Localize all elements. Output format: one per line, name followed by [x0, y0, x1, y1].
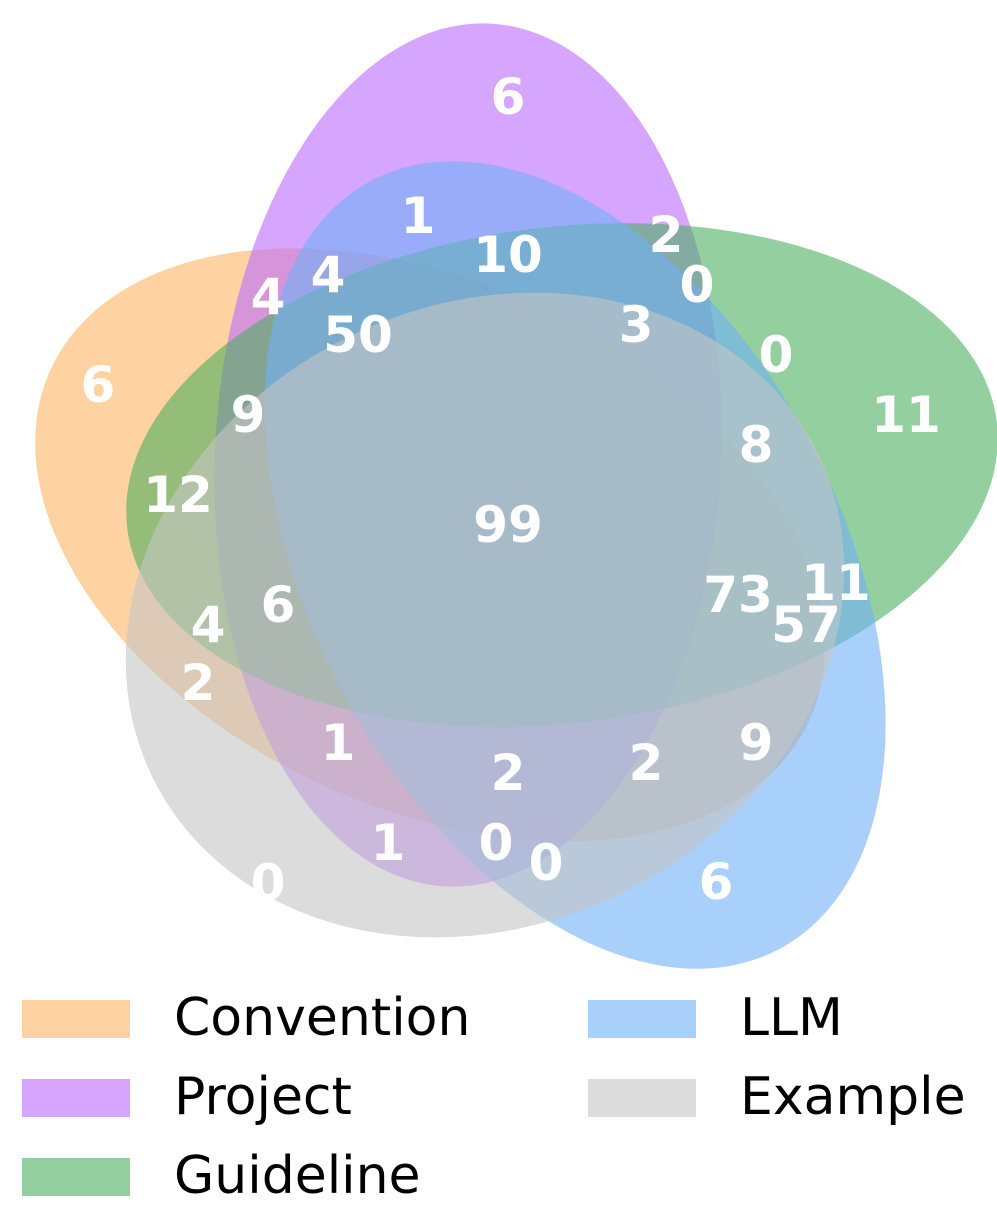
legend-label-llm: LLM — [740, 988, 843, 1048]
region-count-project-only: 6 — [491, 68, 526, 126]
region-count-project-llm-example: 0 — [479, 814, 514, 872]
region-count-convention-guideline: 12 — [143, 466, 213, 524]
legend-swatch-example — [588, 1079, 696, 1117]
region-count-project-guideline: 2 — [649, 206, 684, 264]
region-count-guideline-example: 0 — [759, 326, 794, 384]
legend: Convention Project Guideline LLM Example — [0, 985, 997, 1225]
legend-swatch-guideline — [22, 1158, 130, 1196]
region-count-convention-project-example: 1 — [321, 714, 356, 772]
region-count-guideline-llm: 11 — [801, 554, 871, 612]
region-count-convention-project-guideline-example: 6 — [261, 576, 296, 634]
legend-label-project: Project — [174, 1067, 352, 1127]
legend-swatch-project — [22, 1079, 130, 1117]
region-count-convention-project-llm: 4 — [311, 246, 346, 304]
legend-swatch-convention — [22, 1000, 130, 1038]
set-example-ellipse — [125, 292, 845, 938]
venn-diagram: 6 6 11 6 0 1 10 2 0 3 0 8 4 4 50 9 12 99… — [35, 23, 997, 969]
region-count-all-five: 99 — [473, 496, 543, 554]
region-count-project-example: 1 — [371, 814, 406, 872]
region-count-convention-only: 6 — [81, 356, 116, 414]
region-count-project-guideline-llm: 10 — [473, 226, 543, 284]
legend-label-convention: Convention — [174, 988, 471, 1048]
region-count-convention-llm: 0 — [529, 834, 564, 892]
legend-label-example: Example — [740, 1067, 966, 1127]
region-count-convention-llm-example: 2 — [629, 734, 664, 792]
region-count-llm-example: 9 — [739, 714, 774, 772]
region-count-convention-guideline-llm-example: 73 — [703, 566, 773, 624]
region-count-convention-example: 2 — [181, 654, 216, 712]
region-count-project-guideline-example: 0 — [680, 256, 715, 314]
region-count-example-only: 0 — [251, 854, 286, 912]
region-count-convention-project-guideline-llm: 50 — [323, 306, 393, 364]
region-count-project-guideline-llm-example: 3 — [619, 296, 654, 354]
region-count-convention-project-guideline: 9 — [231, 386, 266, 444]
legend-swatch-llm — [588, 1000, 696, 1038]
region-count-guideline-only: 11 — [871, 386, 941, 444]
region-count-convention-guideline-example: 4 — [191, 596, 226, 654]
region-count-llm-only: 6 — [699, 853, 734, 911]
region-count-guideline-llm-example: 8 — [739, 416, 774, 474]
legend-label-guideline: Guideline — [174, 1146, 421, 1206]
region-count-convention-project: 4 — [251, 268, 286, 326]
region-count-convention-project-llm-example: 2 — [491, 744, 526, 802]
region-count-convention-guideline-llm: 57 — [771, 596, 841, 654]
region-count-project-llm: 1 — [401, 187, 436, 245]
